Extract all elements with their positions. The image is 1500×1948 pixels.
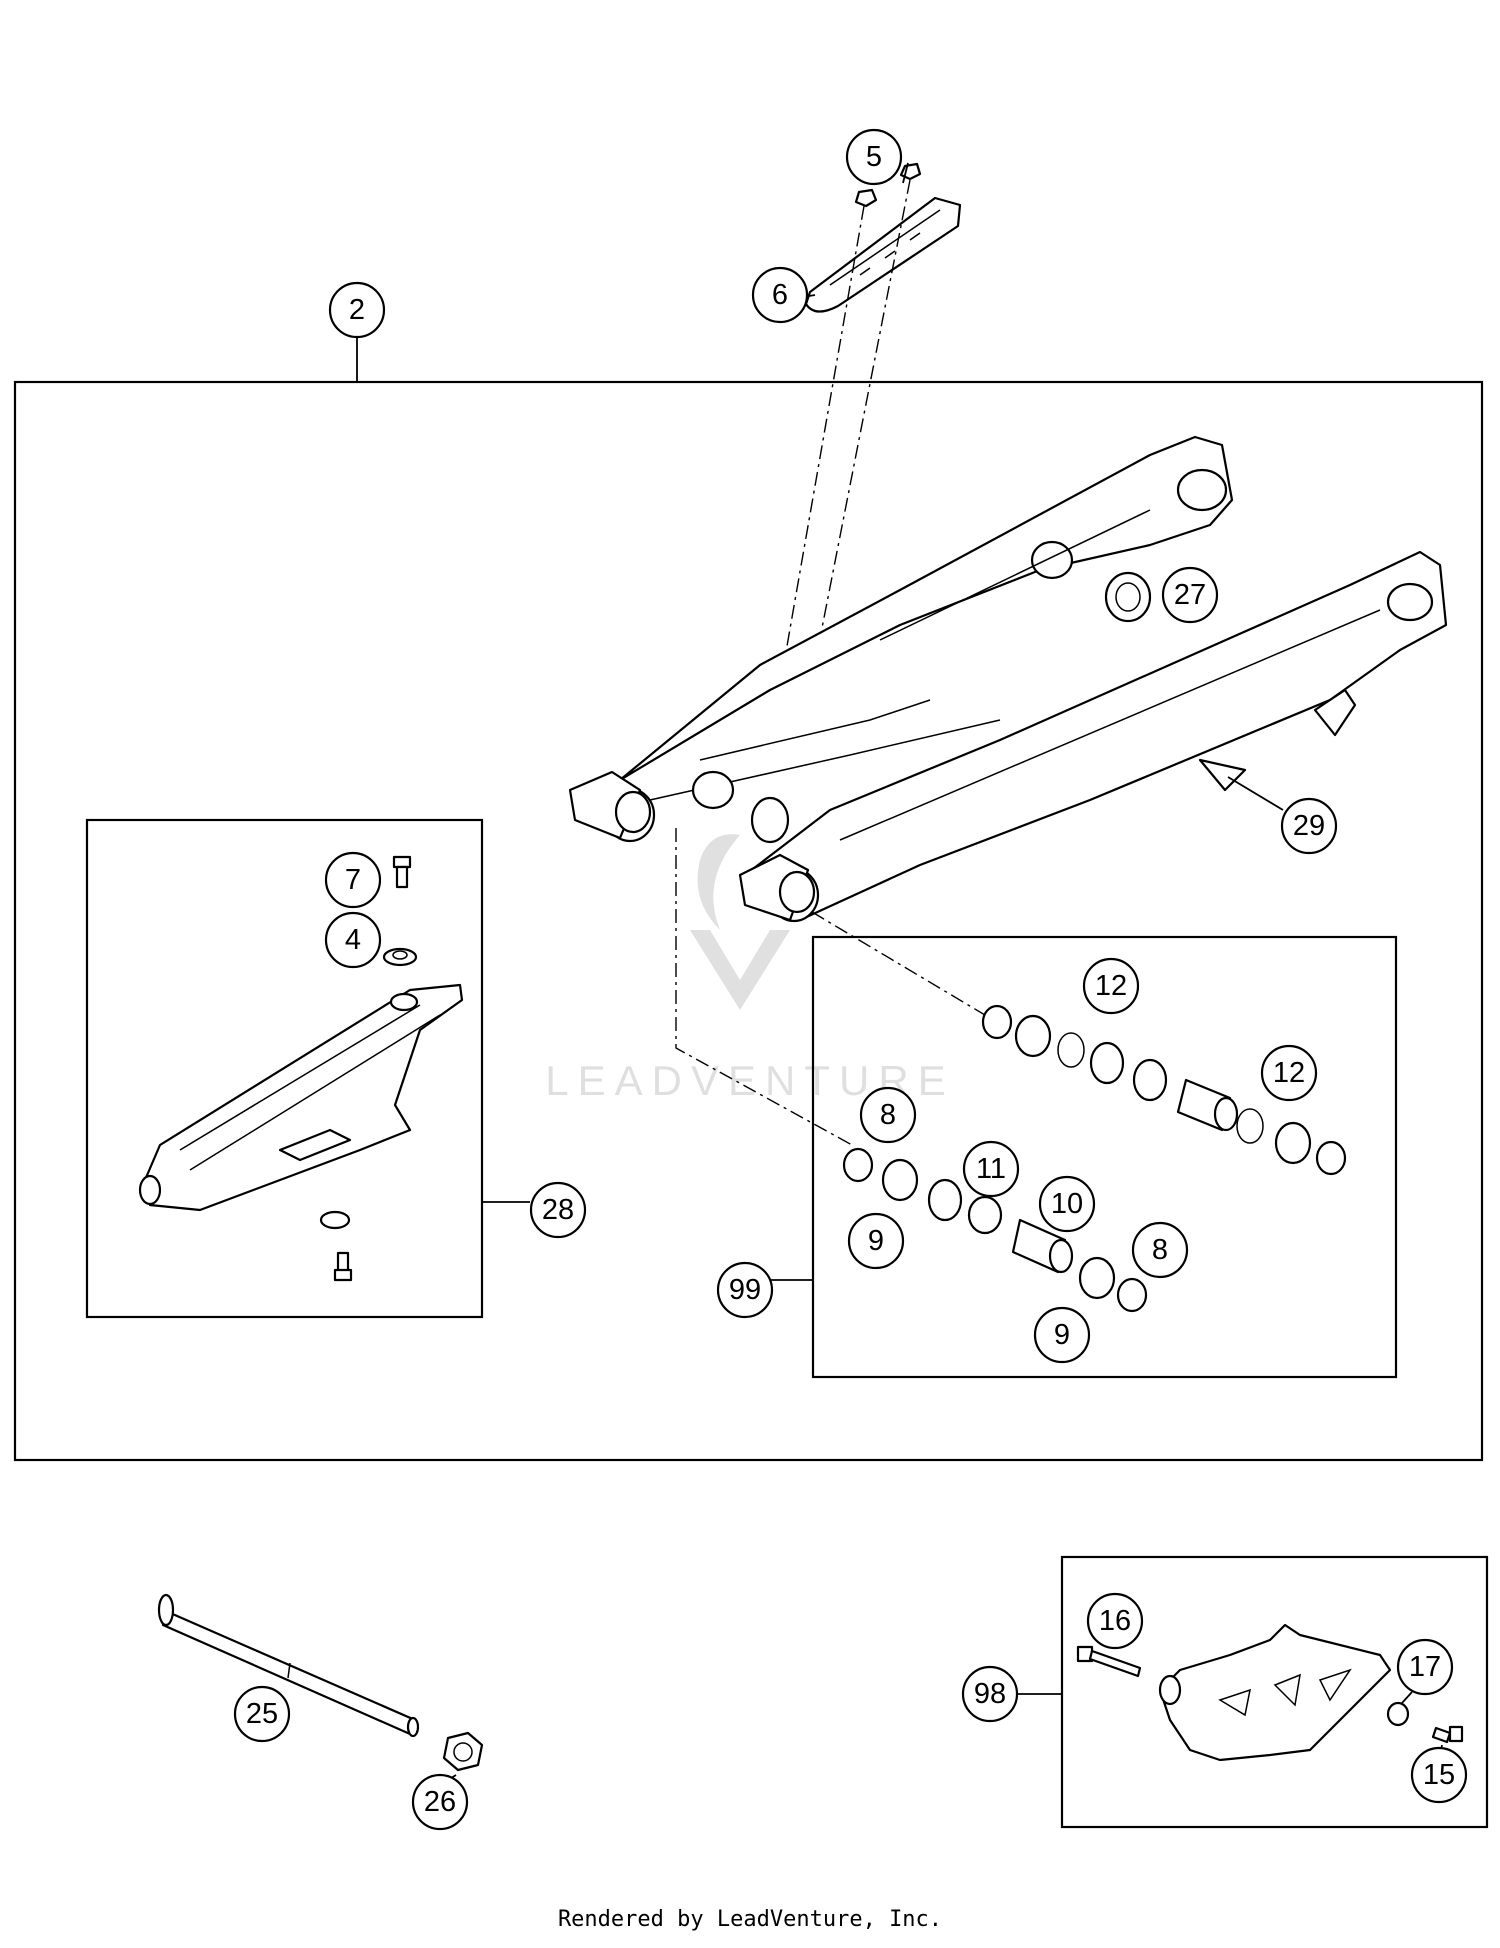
svg-text:25: 25 xyxy=(246,1698,278,1730)
callout-10: 10 xyxy=(1038,1175,1096,1233)
callout-15: 15 xyxy=(1410,1746,1468,1804)
svg-text:8: 8 xyxy=(880,1099,896,1131)
dash-line-6b xyxy=(821,179,911,629)
swingarm-body xyxy=(568,435,1448,923)
bolt-16-part xyxy=(1076,1645,1142,1678)
svg-text:98: 98 xyxy=(974,1678,1006,1710)
svg-text:4: 4 xyxy=(345,924,361,956)
callout-16: 16 xyxy=(1086,1592,1144,1650)
callout-12-top: 12 xyxy=(1082,957,1140,1015)
svg-text:12: 12 xyxy=(1095,970,1127,1002)
svg-text:29: 29 xyxy=(1293,810,1325,842)
callout-9-bottom: 9 xyxy=(1033,1306,1091,1364)
svg-text:10: 10 xyxy=(1051,1188,1083,1220)
callout-27: 27 xyxy=(1161,566,1219,624)
chain-slider-part xyxy=(138,983,464,1212)
axle-nut-part xyxy=(442,1731,484,1772)
washer-17-part xyxy=(1386,1701,1410,1727)
callout-11: 11 xyxy=(962,1140,1020,1198)
svg-text:9: 9 xyxy=(868,1225,884,1257)
swingarm-assembly-frame xyxy=(13,380,1484,1462)
callout-29: 29 xyxy=(1280,797,1338,855)
screw-part xyxy=(333,1251,353,1282)
svg-text:17: 17 xyxy=(1409,1651,1441,1683)
part-27-cap xyxy=(1104,571,1152,623)
leader-29 xyxy=(1227,776,1284,811)
svg-text:28: 28 xyxy=(542,1194,574,1226)
leader-17 xyxy=(1401,1691,1413,1704)
footer-credit: Rendered by LeadVenture, Inc. xyxy=(557,1907,943,1932)
svg-text:12: 12 xyxy=(1273,1057,1305,1089)
dash-line-upper xyxy=(811,911,991,1019)
callout-4: 4 xyxy=(324,911,382,969)
callout-25: 25 xyxy=(233,1685,291,1743)
leader-5 xyxy=(902,162,909,184)
svg-text:11: 11 xyxy=(976,1153,1006,1185)
svg-text:99: 99 xyxy=(729,1274,761,1306)
nut-part xyxy=(319,1210,351,1230)
bearing-kit-box xyxy=(811,935,1398,1379)
callout-99: 99 xyxy=(716,1261,774,1319)
callout-6: 6 xyxy=(751,266,809,324)
chain-guide-part xyxy=(1158,1623,1392,1762)
callout-8-left: 8 xyxy=(859,1086,917,1144)
callout-98: 98 xyxy=(961,1665,1019,1723)
dash-line-6a xyxy=(786,205,865,647)
svg-text:16: 16 xyxy=(1099,1605,1131,1637)
svg-text:2: 2 xyxy=(349,294,365,326)
dash-line-lower xyxy=(675,828,853,1146)
chain-slider-box xyxy=(85,818,484,1319)
svg-text:26: 26 xyxy=(424,1786,456,1818)
washer-4-part xyxy=(382,947,418,967)
svg-text:15: 15 xyxy=(1423,1759,1455,1791)
callout-9-left: 9 xyxy=(847,1212,905,1270)
callout-8-right: 8 xyxy=(1131,1221,1189,1279)
svg-text:9: 9 xyxy=(1054,1319,1070,1351)
chain-guide-top-part xyxy=(804,162,962,313)
callout-2: 2 xyxy=(328,281,386,339)
callout-17: 17 xyxy=(1396,1638,1454,1696)
svg-text:5: 5 xyxy=(866,141,882,173)
bearing-stack-upper xyxy=(981,1004,1347,1176)
callout-7: 7 xyxy=(324,851,382,909)
callout-12-right: 12 xyxy=(1260,1044,1318,1102)
chain-guide-box xyxy=(1060,1555,1489,1829)
callout-5: 5 xyxy=(845,128,903,186)
svg-text:8: 8 xyxy=(1152,1234,1168,1266)
swingarm-axle-part xyxy=(157,1593,420,1738)
bolt-7-part xyxy=(392,855,412,889)
callout-26: 26 xyxy=(411,1773,469,1831)
bearing-stack-lower xyxy=(842,1147,1148,1313)
svg-text:6: 6 xyxy=(772,279,788,311)
svg-text:27: 27 xyxy=(1174,579,1206,611)
watermark-flame-logo xyxy=(690,834,790,1010)
svg-text:7: 7 xyxy=(345,864,361,896)
callout-28: 28 xyxy=(529,1181,587,1239)
bolt-15-part xyxy=(1431,1725,1464,1744)
